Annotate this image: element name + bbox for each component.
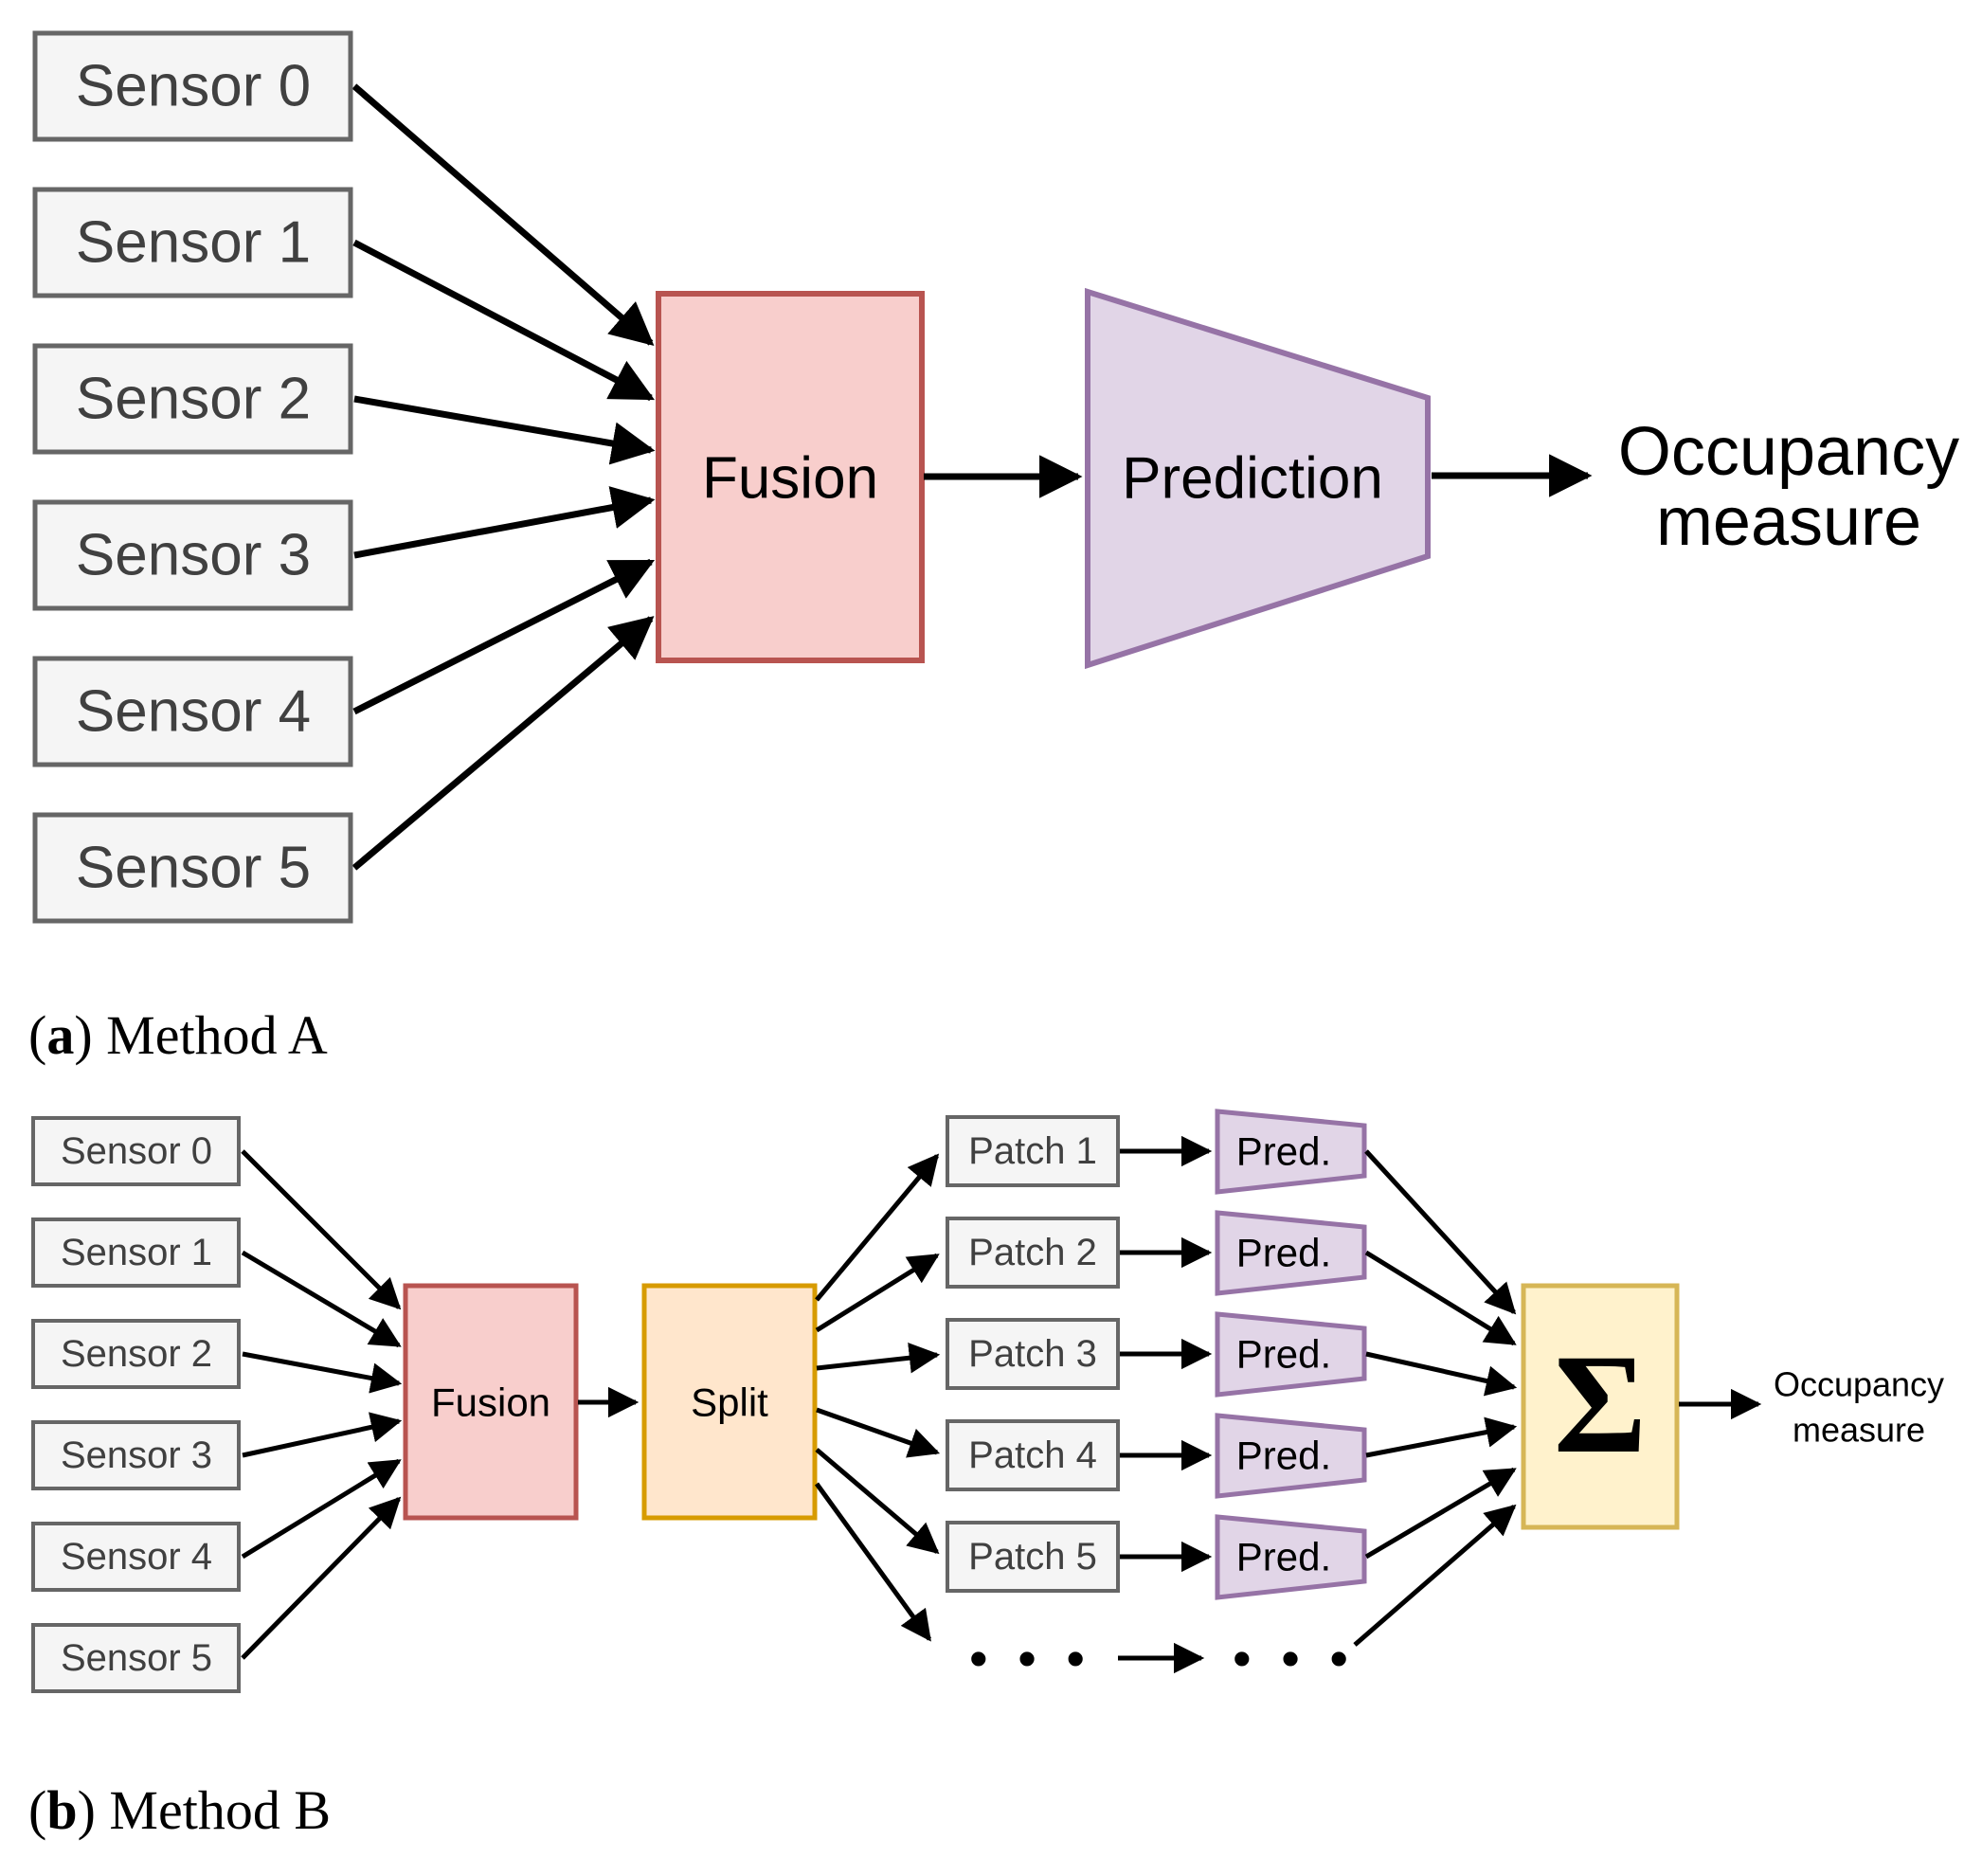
patch-label-3: Patch 3 <box>968 1333 1097 1375</box>
caption-b-letter: b <box>46 1779 77 1841</box>
pred-shape-5 <box>1215 1514 1367 1600</box>
ellipsis-left: • • • <box>969 1629 1092 1688</box>
sensor-box-b-5 <box>31 1623 241 1693</box>
output-a-line2: measure <box>1656 484 1921 560</box>
arrow-b-sensor2-fusion <box>242 1351 403 1394</box>
sensor-box-a-4 <box>32 656 353 767</box>
arrow-a-sensor4-fusion <box>352 558 656 715</box>
sensor-box-b-1 <box>31 1218 241 1288</box>
sensor-label-a-0: Sensor 0 <box>76 54 311 119</box>
arrow-b-split-patch3 <box>816 1343 941 1374</box>
sum-box <box>1521 1283 1680 1530</box>
pred-shape-2 <box>1215 1210 1367 1296</box>
arrow-b-split-patch5 <box>815 1448 940 1555</box>
sensor-box-a-1 <box>32 187 353 298</box>
fusion-box-b <box>403 1283 579 1521</box>
arrow-b-pred2-sum <box>1364 1250 1517 1346</box>
arrow-b-split-patch4 <box>816 1407 941 1458</box>
panel-a: Sensor 0 Sensor 1 Sensor 2 Sensor 3 Sens… <box>28 30 1959 1066</box>
arrow-a-sensor3-fusion <box>353 486 656 559</box>
sensor-label-b-1: Sensor 1 <box>61 1232 212 1273</box>
pred-label-4: Pred. <box>1236 1434 1331 1478</box>
patch-box-2 <box>946 1217 1120 1289</box>
arrow-b-sensor5-fusion <box>241 1496 402 1660</box>
arrow-b-split-patch1 <box>815 1153 940 1302</box>
patch-label-2: Patch 2 <box>968 1232 1097 1273</box>
fusion-box-a <box>656 291 925 663</box>
pred-shape-1 <box>1215 1109 1367 1195</box>
arrow-b-sensor0-fusion <box>241 1149 402 1310</box>
arrow-b-sensor4-fusion <box>241 1458 402 1560</box>
output-b-line2: measure <box>1793 1411 1925 1450</box>
prediction-shape-a <box>1085 287 1431 670</box>
caption-b: (b) Method B <box>28 1779 331 1841</box>
sensor-box-a-2 <box>32 343 353 455</box>
sensor-box-b-2 <box>31 1319 241 1389</box>
patch-box-4 <box>946 1419 1120 1491</box>
panel-b: Sensor 0 Sensor 1 Sensor 2 Sensor 3 Sens… <box>28 1109 1944 1841</box>
caption-b-text: ) Method B <box>78 1779 331 1841</box>
caption-a: (a) Method A <box>28 1004 328 1066</box>
pred-shape-3 <box>1215 1311 1367 1398</box>
output-b-line1: Occupancy <box>1774 1365 1944 1404</box>
fusion-label-a: Fusion <box>702 446 878 512</box>
arrow-a-sensor5-fusion <box>351 616 655 871</box>
sensor-label-a-2: Sensor 2 <box>76 367 311 432</box>
arrow-b-split-ellipsis <box>814 1482 932 1642</box>
arrow-b-sensor1-fusion <box>241 1250 402 1348</box>
caption-a-letter: a <box>46 1004 74 1066</box>
arrow-b-ellipsis-sum <box>1353 1504 1517 1647</box>
pred-label-2: Pred. <box>1236 1231 1331 1275</box>
sensor-label-a-3: Sensor 3 <box>76 523 311 588</box>
patch-box-5 <box>946 1521 1120 1593</box>
arrow-a-sensor1-fusion <box>352 239 656 402</box>
patch-box-3 <box>946 1318 1120 1390</box>
sensor-label-b-3: Sensor 3 <box>61 1434 212 1476</box>
sensor-label-a-1: Sensor 1 <box>76 210 311 276</box>
patch-label-1: Patch 1 <box>968 1130 1097 1172</box>
sensor-label-a-4: Sensor 4 <box>76 679 311 745</box>
arrow-b-sensor3-fusion <box>242 1412 403 1458</box>
ellipsis-right: • • • <box>1233 1629 1356 1688</box>
patch-label-5: Patch 5 <box>968 1536 1097 1578</box>
sensor-box-b-3 <box>31 1420 241 1490</box>
pred-label-1: Pred. <box>1236 1129 1331 1174</box>
sigma-symbol: Σ <box>1554 1326 1647 1483</box>
arrow-b-split-patch2 <box>815 1253 940 1333</box>
pred-label-3: Pred. <box>1236 1332 1331 1377</box>
prediction-label-a: Prediction <box>1122 446 1383 512</box>
sensor-label-b-5: Sensor 5 <box>61 1637 212 1679</box>
arrow-b-pred1-sum <box>1364 1149 1517 1315</box>
arrow-b-pred5-sum <box>1364 1467 1517 1560</box>
caption-a-text: ) Method A <box>74 1004 328 1066</box>
sensor-label-b-4: Sensor 4 <box>61 1536 212 1578</box>
caption-a-paren-open: ( <box>28 1004 46 1066</box>
sensor-label-b-2: Sensor 2 <box>61 1333 212 1375</box>
split-label: Split <box>691 1380 768 1425</box>
split-box <box>641 1283 818 1521</box>
sensor-box-a-5 <box>32 812 353 924</box>
arrow-b-pred3-sum <box>1365 1351 1518 1397</box>
arrow-a-sensor2-fusion <box>353 395 656 465</box>
arrow-b-pred4-sum <box>1365 1416 1518 1458</box>
sensor-label-a-5: Sensor 5 <box>76 836 311 901</box>
patch-box-1 <box>946 1115 1120 1187</box>
fusion-label-b: Fusion <box>431 1380 550 1425</box>
sensor-box-a-0 <box>32 30 353 142</box>
sensor-box-b-4 <box>31 1522 241 1592</box>
patch-label-4: Patch 4 <box>968 1434 1097 1476</box>
caption-b-paren-open: ( <box>28 1779 46 1841</box>
arrow-a-sensor0-fusion <box>351 83 655 346</box>
sensor-label-b-0: Sensor 0 <box>61 1130 212 1172</box>
output-a-line1: Occupancy <box>1618 414 1959 490</box>
sensor-box-a-3 <box>32 499 353 611</box>
pred-shape-4 <box>1215 1413 1367 1499</box>
sensor-box-b-0 <box>31 1116 241 1186</box>
pred-label-5: Pred. <box>1236 1535 1331 1579</box>
